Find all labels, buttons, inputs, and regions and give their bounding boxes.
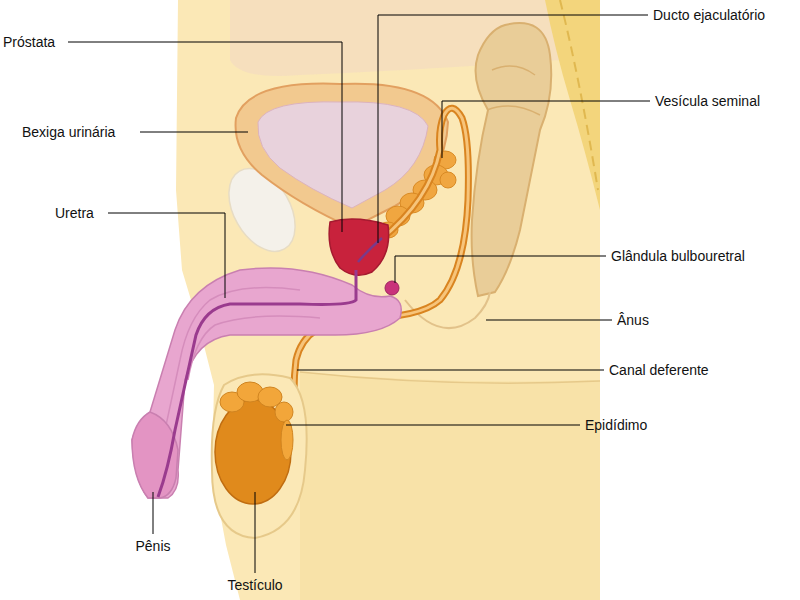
epididymis-lobe xyxy=(275,402,293,422)
label-box: Glândula bulbouretral xyxy=(611,247,745,265)
seminal-vesicle xyxy=(378,151,456,238)
part-label: Próstata xyxy=(3,34,55,50)
part-label: Epidídimo xyxy=(585,417,647,433)
label-box: Epidídimo xyxy=(585,416,647,434)
label-box: Pênis xyxy=(135,537,170,555)
scrotum xyxy=(212,374,307,538)
label-box: Canal deferente xyxy=(609,361,709,379)
prostate xyxy=(329,219,389,275)
label-box: Bexiga urinária xyxy=(22,123,115,141)
seminal-vesicle-lobe xyxy=(440,172,456,188)
part-label: Vesícula seminal xyxy=(655,93,760,109)
leader-line xyxy=(395,256,606,283)
leader-lines xyxy=(68,15,650,573)
bladder-lumen xyxy=(258,102,428,208)
part-label: Ânus xyxy=(617,312,649,328)
leader-line xyxy=(442,101,650,158)
leader-line xyxy=(486,320,612,321)
part-label: Testículo xyxy=(227,577,282,593)
spine xyxy=(545,0,600,210)
label-box: Vesícula seminal xyxy=(655,92,760,110)
spine-line xyxy=(560,0,598,190)
leader-line xyxy=(153,492,154,534)
epididymis-lobe xyxy=(281,420,293,460)
part-label: Uretra xyxy=(55,205,94,221)
leader-line xyxy=(297,370,604,371)
rectum xyxy=(472,23,552,296)
leader-line xyxy=(140,132,248,133)
part-label: Bexiga urinária xyxy=(22,124,115,140)
part-label: Ducto ejaculatório xyxy=(653,7,765,23)
leader-line xyxy=(108,213,225,298)
label-box: Ânus xyxy=(617,311,649,329)
leader-line xyxy=(255,492,256,573)
label-box: Uretra xyxy=(55,204,94,222)
label-box: Próstata xyxy=(3,33,55,51)
thigh-line xyxy=(300,372,600,383)
part-label: Pênis xyxy=(135,538,170,554)
rectum-fold xyxy=(487,66,540,115)
bulbourethral-gland xyxy=(385,281,399,295)
label-box: Testículo xyxy=(227,576,282,594)
leader-line xyxy=(286,425,580,426)
thigh-shade xyxy=(300,372,600,600)
part-label: Canal deferente xyxy=(609,362,709,378)
epididymis xyxy=(220,382,293,460)
label-box: Ducto ejaculatório xyxy=(653,6,765,24)
leader-line xyxy=(378,15,648,243)
part-label: Glândula bulbouretral xyxy=(611,248,745,264)
